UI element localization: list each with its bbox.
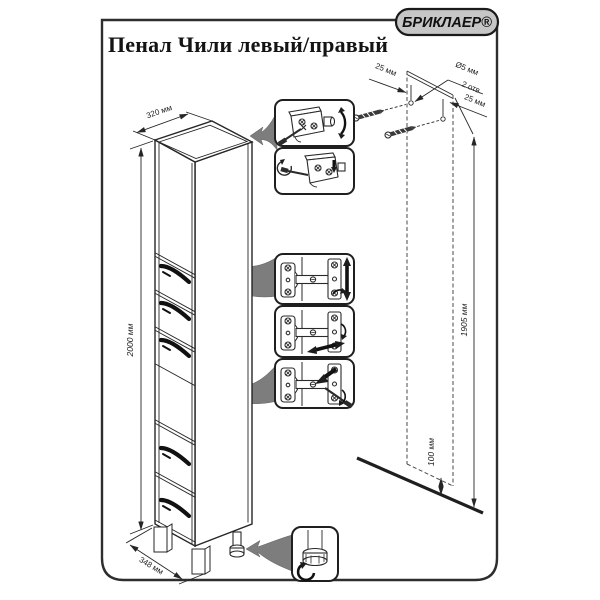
wall-bracket-adjust-icon — [277, 106, 347, 146]
depth-adjust-arrow-icon — [315, 367, 354, 409]
drawer-dividers — [155, 252, 196, 498]
side-adjust-arrow-icon — [307, 323, 347, 354]
cabinet-drawing: 320 мм 2000 мм 348 мм — [125, 103, 254, 585]
vertical-adjust-arrow-icon — [332, 257, 351, 301]
mount-hole-right — [440, 116, 446, 122]
drawer-handles — [158, 263, 192, 519]
mount-hole-left — [408, 100, 414, 106]
page-title: Пенал Чили левый/правый — [108, 32, 388, 57]
dim-height: 2000 мм — [125, 323, 135, 357]
dim-mount-height: 1905 мм — [459, 303, 469, 336]
foot-adjust-icon — [296, 530, 328, 582]
adjustable-foot — [229, 531, 245, 558]
callout-wall-bracket-1 — [274, 99, 355, 147]
callout-hinge-vertical-adjust — [274, 253, 355, 305]
callout-hinge-depth-adjust — [274, 358, 355, 409]
brand-badge: БРИКЛАЕР® — [394, 7, 500, 37]
floor-line — [356, 456, 484, 515]
wall-bracket-screw-icon — [276, 152, 346, 188]
callout-foot-adjust — [291, 526, 339, 582]
callout-hinge-side-adjust — [274, 305, 355, 358]
dim-floor-gap: 100 мм — [426, 438, 436, 466]
brand-badge-label: БРИКЛАЕР® — [402, 15, 492, 31]
callout-wall-bracket-2 — [274, 147, 355, 195]
